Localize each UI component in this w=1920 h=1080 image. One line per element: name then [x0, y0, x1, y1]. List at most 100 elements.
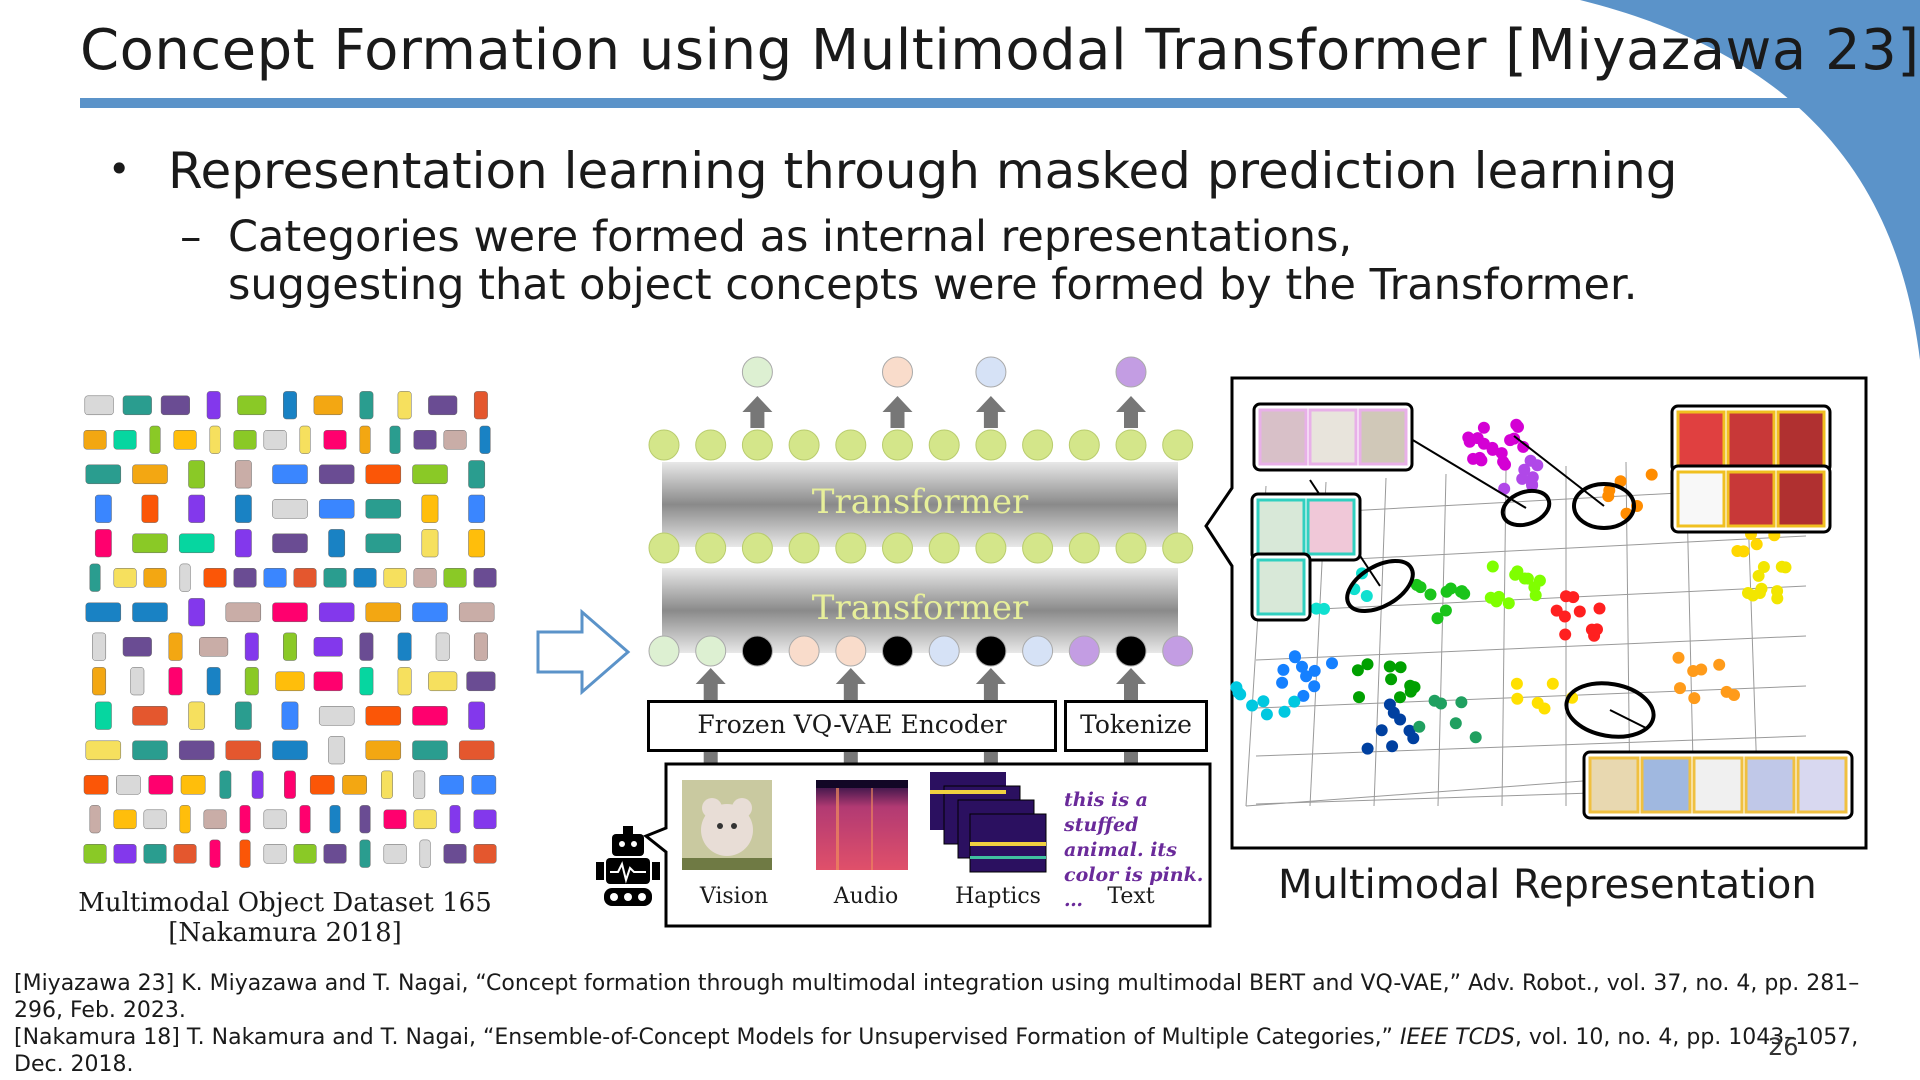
embedding-point [1431, 612, 1444, 625]
embedding-point [1458, 587, 1471, 600]
modality-label-vision: Vision [699, 884, 769, 909]
embedding-point [1713, 658, 1726, 671]
dataset-object-thumbnail [168, 667, 183, 696]
dataset-object-thumbnail [421, 494, 439, 523]
token-node [788, 532, 820, 564]
dataset-object-thumbnail [443, 844, 467, 864]
dataset-object-thumbnail [206, 667, 221, 696]
grid-line [1501, 469, 1507, 807]
dataset-object-thumbnail [318, 464, 355, 485]
main-bullet: •Representation learning through masked … [108, 142, 1678, 200]
input-token-node [788, 635, 820, 667]
input-token-node [882, 635, 913, 667]
dataset-object-thumbnail [468, 529, 486, 558]
dataset-object-thumbnail [328, 736, 346, 765]
dataset-object-thumbnail [209, 425, 221, 454]
dataset-object-thumbnail [178, 740, 215, 761]
inset-bottles [1252, 402, 1414, 472]
up-arrow-icon [1116, 396, 1146, 428]
embedding-point [1288, 650, 1301, 663]
dataset-object-thumbnail [85, 464, 122, 485]
token-node [975, 532, 1007, 564]
dataset-object-thumbnail [132, 464, 168, 485]
embedding-point [1375, 724, 1388, 737]
sub-bullet-line1: –Categories were formed as internal repr… [180, 212, 1352, 262]
embedding-point [1414, 581, 1427, 594]
inset-thumbnail [1726, 410, 1776, 468]
dataset-object-thumbnail [132, 740, 168, 761]
embedding-point [1546, 677, 1559, 690]
embedding-point [1353, 691, 1365, 704]
robot-icon [596, 826, 660, 906]
token-node [695, 429, 727, 461]
page-number: 26 [1768, 1033, 1799, 1061]
dataset-object-thumbnail [365, 499, 402, 519]
embedding-point [1558, 610, 1571, 623]
dataset-object-thumbnail [318, 706, 355, 726]
dataset-object-thumbnail [413, 430, 437, 450]
dataset-object-thumbnail [209, 839, 221, 868]
token-node [1115, 532, 1147, 564]
callout-line [1513, 435, 1605, 507]
dataset-object-thumbnail [359, 632, 374, 661]
modality-label-haptics: Haptics [955, 884, 1041, 909]
dataset-object-thumbnail [89, 563, 101, 592]
embedding-point [1524, 454, 1537, 467]
embedding-point [1755, 582, 1768, 595]
embedding-point [1383, 698, 1396, 711]
inset-pretz-bottom [1670, 464, 1832, 534]
embedding-point [1246, 699, 1259, 712]
dataset-object-thumbnail [389, 425, 401, 454]
inset-pretz-top [1670, 404, 1832, 474]
embedding-point [1413, 720, 1426, 733]
embedding-point [1591, 623, 1603, 636]
input-token-node [1115, 635, 1147, 667]
dataset-object-thumbnail [318, 602, 355, 623]
dataset-object-thumbnail [466, 671, 496, 692]
dataset-object-thumbnail [313, 395, 343, 416]
dataset-object-thumbnail [383, 809, 407, 830]
embedding-point [1300, 670, 1313, 683]
inset-thumbnail [1676, 470, 1726, 528]
embedding-point [1455, 696, 1468, 709]
dataset-object-thumbnail [203, 568, 227, 588]
tokenize-label: Tokenize [1080, 710, 1192, 739]
inset-thumbnail [1256, 558, 1306, 616]
dataset-object-thumbnail [479, 425, 491, 454]
token-node [975, 429, 1007, 461]
grid-line [1255, 735, 1807, 757]
dataset-object-thumbnail [239, 839, 251, 868]
dataset-object-thumbnail [94, 494, 112, 523]
transformer-label-bottom: Transformer [811, 588, 1029, 628]
modality-label-text: Text [1107, 884, 1155, 909]
embedding-point [1757, 561, 1770, 573]
dataset-object-thumbnail [180, 775, 206, 795]
dataset-caption-line2: [Nakamura 2018] [168, 918, 402, 948]
embedding-point [1469, 731, 1482, 744]
dataset-object-thumbnail [283, 391, 297, 420]
dataset-object-thumbnail [412, 602, 448, 623]
dataset-object-thumbnail [421, 529, 439, 558]
dataset-object-thumbnail [188, 460, 206, 489]
dataset-object-thumbnail [199, 637, 229, 657]
embedding-point [1695, 663, 1708, 676]
dataset-object-thumbnail [188, 494, 206, 523]
embedding-point [1771, 585, 1784, 598]
token-node [1022, 429, 1054, 461]
dataset-object-thumbnail [234, 460, 252, 489]
dataset-object-thumbnail [188, 701, 206, 730]
embedding-point [1737, 545, 1750, 558]
output-token-node [882, 356, 913, 388]
dataset-object-thumbnail [92, 632, 107, 661]
dataset-object-thumbnail [365, 464, 402, 485]
embedding-point [1504, 434, 1517, 447]
dataset-object-thumbnail [132, 602, 168, 623]
token-node [882, 429, 913, 461]
dataset-object-thumbnail [397, 667, 412, 696]
dataset-object-thumbnail [359, 805, 371, 834]
embedding-point [1308, 664, 1321, 677]
dash-icon: – [180, 212, 202, 262]
input-token-node [648, 635, 680, 667]
embedding-point [1318, 602, 1330, 615]
dataset-object-thumbnail [94, 529, 112, 558]
